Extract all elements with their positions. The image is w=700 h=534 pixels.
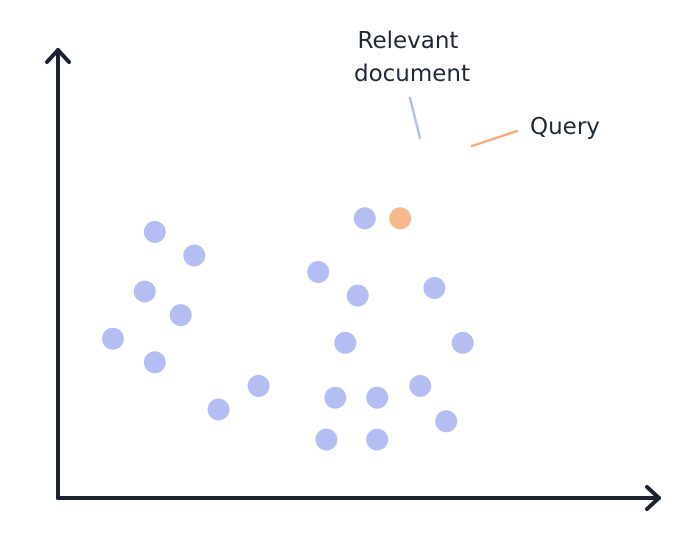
document-point — [435, 410, 458, 433]
document-point — [101, 327, 124, 350]
document-point — [324, 386, 347, 409]
document-point — [133, 280, 156, 303]
relevant-document-leader-line — [408, 96, 422, 140]
document-point — [346, 284, 369, 307]
query-label: Query — [530, 114, 600, 140]
document-point — [207, 398, 230, 421]
document-point — [366, 386, 389, 409]
relevant-document-point — [353, 207, 376, 230]
document-point — [315, 428, 338, 451]
document-point — [423, 277, 446, 299]
document-point — [307, 261, 330, 283]
document-point — [247, 374, 270, 397]
query-point — [389, 207, 412, 230]
document-point — [334, 331, 357, 354]
axes — [45, 48, 661, 511]
y-axis-arrowhead — [45, 48, 71, 64]
document-point — [409, 374, 432, 397]
points-group — [101, 207, 474, 451]
document-point — [143, 220, 166, 243]
document-point — [366, 428, 389, 451]
document-point — [451, 331, 474, 354]
relevant-document-label-line1: Relevant — [358, 28, 459, 54]
document-point — [143, 351, 166, 374]
document-point — [183, 244, 206, 267]
document-point — [169, 304, 192, 327]
query-leader-line — [470, 129, 519, 148]
x-axis-arrowhead — [645, 485, 661, 511]
relevant-document-label-line2: document — [354, 61, 470, 87]
